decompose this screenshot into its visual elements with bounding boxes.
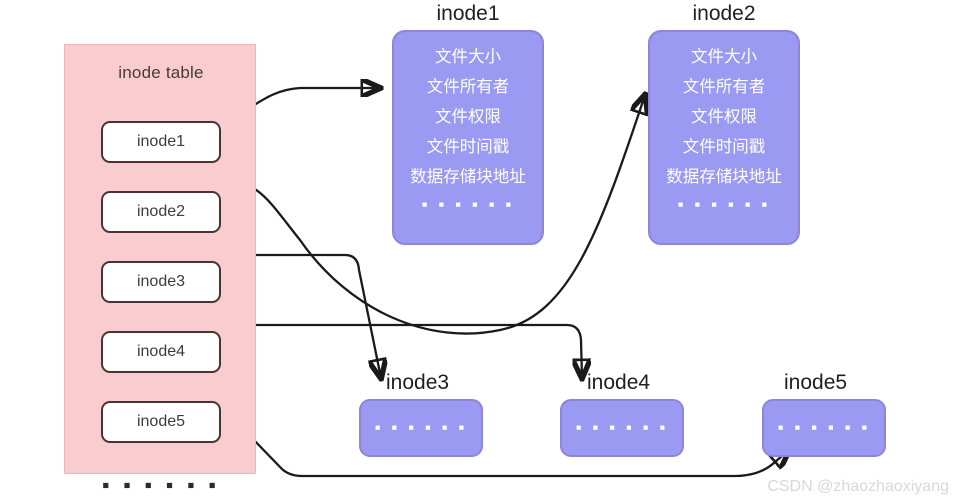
inode-slot-inode1[interactable]: inode1 bbox=[101, 121, 221, 163]
small-card-title-inode3: inode3 bbox=[386, 371, 450, 394]
detail-field-data-block-address: 数据存储块地址 bbox=[410, 168, 526, 186]
small-card-title-inode5: inode5 bbox=[784, 371, 848, 394]
detail-card-more-dots: ▪ ▪ ▪ ▪ ▪ ▪ bbox=[421, 195, 515, 214]
inode-table-ellipsis: ▪ ▪ ▪ ▪ ▪ ▪ bbox=[102, 474, 220, 497]
small-card-inode5: ▪ ▪ ▪ ▪ ▪ ▪ bbox=[762, 399, 886, 457]
detail-card-inode2: 文件大小 文件所有者 文件权限 文件时间戳 数据存储块地址 ▪ ▪ ▪ ▪ ▪ … bbox=[648, 30, 800, 245]
inode-slot-inode5[interactable]: inode5 bbox=[101, 401, 221, 443]
detail-card-title-inode1: inode1 bbox=[436, 2, 500, 25]
arrow-inode5 bbox=[218, 403, 789, 478]
watermark: CSDN @zhaozhaoxiyang bbox=[767, 478, 949, 495]
detail-field-file-permission: 文件权限 bbox=[435, 108, 501, 126]
detail-field-file-permission: 文件权限 bbox=[691, 108, 757, 126]
detail-card-more-dots: ▪ ▪ ▪ ▪ ▪ ▪ bbox=[677, 195, 771, 214]
small-card-inode3: ▪ ▪ ▪ ▪ ▪ ▪ bbox=[359, 399, 483, 457]
detail-card-title-inode2: inode2 bbox=[692, 2, 756, 25]
detail-field-file-size: 文件大小 bbox=[691, 48, 757, 66]
inode-slot-inode2[interactable]: inode2 bbox=[101, 191, 221, 233]
detail-card-inode1: 文件大小 文件所有者 文件权限 文件时间戳 数据存储块地址 ▪ ▪ ▪ ▪ ▪ … bbox=[392, 30, 544, 245]
small-card-dots: ▪ ▪ ▪ ▪ ▪ ▪ bbox=[777, 418, 871, 437]
detail-field-data-block-address: 数据存储块地址 bbox=[666, 168, 782, 186]
detail-field-file-timestamp: 文件时间戳 bbox=[426, 138, 510, 156]
detail-field-file-size: 文件大小 bbox=[435, 48, 501, 66]
small-card-title-inode4: inode4 bbox=[587, 371, 651, 394]
inode-slot-inode4[interactable]: inode4 bbox=[101, 331, 221, 373]
small-card-dots: ▪ ▪ ▪ ▪ ▪ ▪ bbox=[374, 418, 468, 437]
inode-table-panel: inode table inode1 inode2 inode3 inode4 … bbox=[64, 44, 256, 496]
detail-field-file-timestamp: 文件时间戳 bbox=[682, 138, 766, 156]
inode-slot-inode3[interactable]: inode3 bbox=[101, 261, 221, 303]
detail-field-file-owner: 文件所有者 bbox=[682, 78, 766, 96]
detail-field-file-owner: 文件所有者 bbox=[426, 78, 510, 96]
small-card-dots: ▪ ▪ ▪ ▪ ▪ ▪ bbox=[575, 418, 669, 437]
inode-table-title: inode table bbox=[118, 63, 204, 82]
small-card-inode4: ▪ ▪ ▪ ▪ ▪ ▪ bbox=[560, 399, 684, 457]
